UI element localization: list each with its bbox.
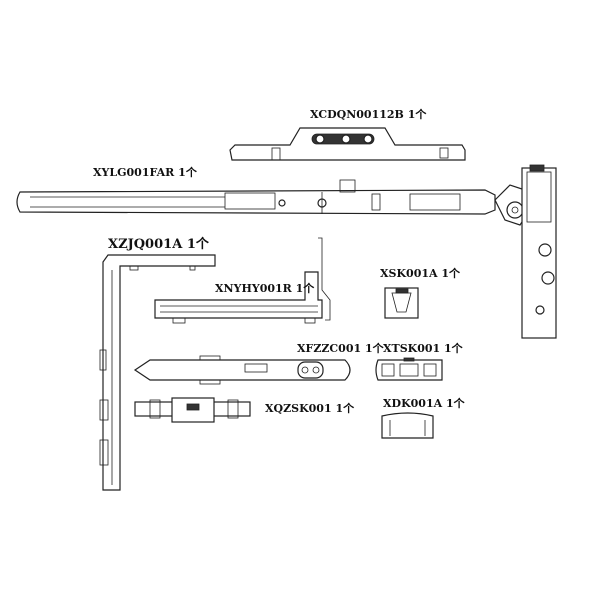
part-xtsk001: XTSK001 1个 <box>375 341 464 381</box>
svg-text:XNYHY001R 1个: XNYHY001R 1个 <box>215 281 315 295</box>
part-qty: 1个 <box>408 107 428 121</box>
part-xdk001a: XDK001A 1个 <box>381 396 466 439</box>
part-qty: 1个 <box>296 281 316 295</box>
part-qty: 1个 <box>187 236 210 252</box>
svg-text:XDK001A 1个: XDK001A 1个 <box>383 396 466 410</box>
part-qty: 1个 <box>446 396 466 410</box>
part-xylg001far: XYLG001FAR 1个 <box>16 164 557 339</box>
part-code: XCDQN00112B <box>310 108 404 121</box>
part-xzjq001a: XZJQ001A 1个 <box>99 236 216 491</box>
part-xsk001a: XSK001A 1个 <box>380 266 461 319</box>
svg-text:XCDQN00112B 1个: XCDQN00112B 1个 <box>310 107 427 121</box>
part-code: XQZSK001 <box>265 402 332 415</box>
svg-text:XZJQ001A 1个: XZJQ001A 1个 <box>108 236 210 252</box>
part-xfzzc001: XFZZC001 1个 <box>133 341 385 385</box>
part-xnyhy001r: XNYHY001R 1个 <box>154 237 331 324</box>
part-code: XFZZC001 <box>297 342 361 355</box>
part-xcdqn00112b: XCDQN00112B 1个 <box>229 107 466 161</box>
part-code: XNYHY001R <box>215 282 293 295</box>
part-code: XTSK001 <box>383 342 440 355</box>
svg-text:XTSK001 1个: XTSK001 1个 <box>383 341 464 355</box>
part-code: XYLG001FAR <box>93 166 175 179</box>
svg-text:XYLG001FAR 1个: XYLG001FAR 1个 <box>93 165 198 179</box>
part-qty: 1个 <box>441 266 461 280</box>
part-qty: 1个 <box>444 341 464 355</box>
svg-text:XQZSK001 1个: XQZSK001 1个 <box>265 401 355 415</box>
part-code: XDK001A <box>383 397 443 410</box>
svg-text:XFZZC001 1个: XFZZC001 1个 <box>297 341 385 355</box>
part-qty: 1个 <box>365 341 385 355</box>
svg-text:XSK001A 1个: XSK001A 1个 <box>380 266 461 280</box>
part-xqzsk001: XQZSK001 1个 <box>134 397 355 423</box>
part-code: XSK001A <box>380 267 438 280</box>
part-qty: 1个 <box>335 401 355 415</box>
part-qty: 1个 <box>178 165 198 179</box>
part-code: XZJQ001A <box>108 237 183 252</box>
